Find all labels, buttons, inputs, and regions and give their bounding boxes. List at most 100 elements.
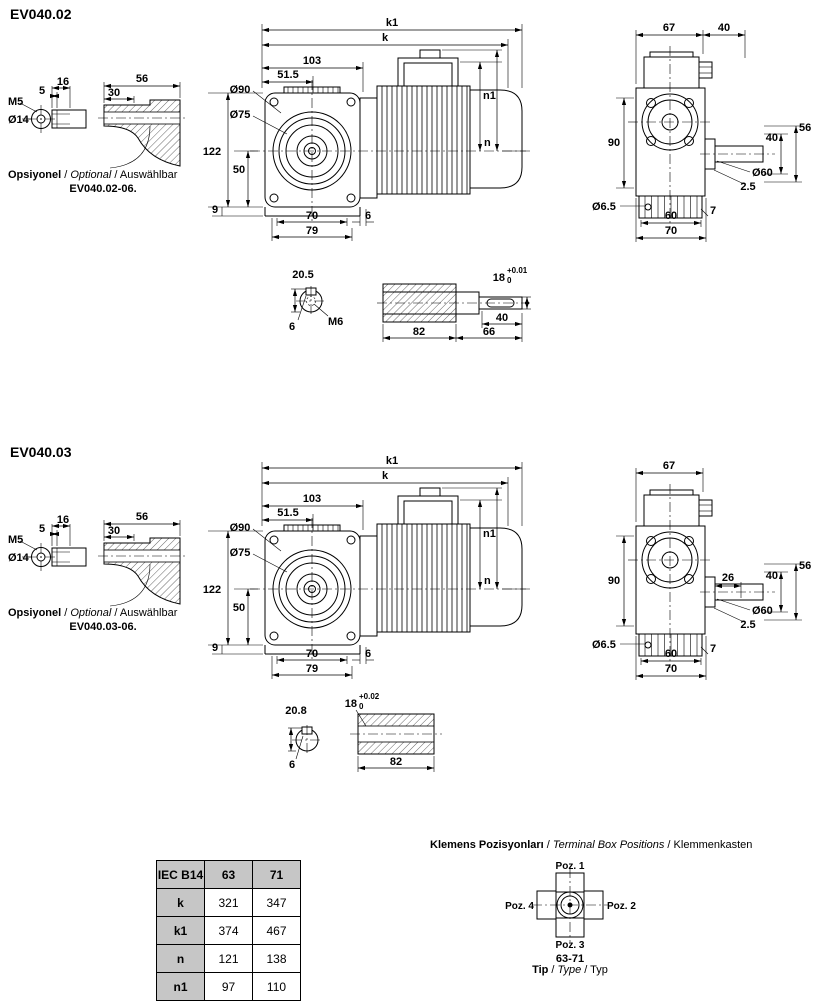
table-header-63: 63 bbox=[204, 860, 253, 889]
dim-label-90: 90 bbox=[608, 575, 620, 587]
dim-label-30: 30 bbox=[108, 525, 120, 537]
dim-label-82: 82 bbox=[413, 326, 425, 338]
dim-label-n1: n1 bbox=[483, 90, 496, 102]
cell-k-63: 321 bbox=[204, 888, 253, 917]
dim-label-d14: Ø14 bbox=[8, 552, 30, 564]
dim-label-90: 90 bbox=[608, 137, 620, 149]
dimension-table: IEC B14 63 71 k 321 347 k1 374 467 n 121… bbox=[156, 860, 301, 1001]
table-row-n1: n1 97 110 bbox=[156, 972, 301, 1001]
dim-label-67: 67 bbox=[663, 22, 675, 34]
separator: / bbox=[664, 839, 674, 851]
dim-label-82: 82 bbox=[390, 756, 402, 768]
row-label-k: k bbox=[156, 888, 205, 917]
optional-model-code: EV040.02-06. bbox=[69, 183, 137, 195]
dim-label-16: 16 bbox=[57, 514, 69, 526]
dim-label-2-5: 2.5 bbox=[740, 181, 755, 193]
dim-label-7: 7 bbox=[710, 643, 716, 655]
dim-label-30: 30 bbox=[108, 87, 120, 99]
dim-label-7: 7 bbox=[710, 205, 716, 217]
type-label: Tip / Type / Typ bbox=[505, 964, 635, 976]
dim-label-6-key: 6 bbox=[289, 759, 295, 771]
terminal-box-diagram: Poz. 1 Poz. 2 Poz. 3 Poz. 4 63-71 bbox=[505, 861, 636, 965]
dim-label-d90: Ø90 bbox=[230, 522, 251, 534]
dim-label-40-shaft: 40 bbox=[496, 312, 508, 324]
dim-label-67: 67 bbox=[663, 460, 675, 472]
dim-label-k1: k1 bbox=[386, 17, 398, 29]
separator: / bbox=[111, 169, 120, 181]
table-header-71: 71 bbox=[252, 860, 301, 889]
section2-drawings: k1 k 103 51.5 Ø90 Ø75 122 50 9 70 6 79 n… bbox=[8, 455, 811, 772]
dim-label-26: 26 bbox=[722, 572, 734, 584]
dim-label-60: 60 bbox=[665, 648, 677, 660]
section1-shaft-detail bbox=[291, 283, 531, 342]
cell-n-71: 138 bbox=[252, 944, 301, 973]
dim-label-k: k bbox=[382, 470, 389, 482]
dim-label-n1: n1 bbox=[483, 528, 496, 540]
dim-label-5: 5 bbox=[39, 85, 45, 97]
dim-label-103: 103 bbox=[303, 493, 321, 505]
dim-label-79: 79 bbox=[306, 225, 318, 237]
optional-note-line: Opsiyonel / Optional / Auswählbar bbox=[8, 169, 198, 181]
section2-title: EV040.03 bbox=[10, 444, 72, 460]
optional-label-de: Auswählbar bbox=[119, 607, 178, 619]
dim-label-50: 50 bbox=[233, 164, 245, 176]
dim-label-70b: 70 bbox=[665, 663, 677, 675]
dim-label-6: 6 bbox=[365, 210, 371, 222]
separator: / bbox=[61, 169, 71, 181]
dim-label-5: 5 bbox=[39, 523, 45, 535]
dim-label-51-5: 51.5 bbox=[277, 69, 298, 81]
dim-label-m5: M5 bbox=[8, 534, 23, 546]
tolerance-upper: +0.01 bbox=[507, 266, 528, 275]
dim-label-122: 122 bbox=[203, 146, 221, 158]
optional-label-de: Auswählbar bbox=[119, 169, 178, 181]
dim-label-d60: Ø60 bbox=[752, 167, 773, 179]
section2-optional-note: Opsiyonel / Optional / Auswählbar EV040.… bbox=[8, 607, 198, 633]
section1-drawings: k1 k 103 51.5 Ø90 Ø75 122 50 9 70 6 79 n… bbox=[8, 17, 811, 342]
cell-n1-71: 110 bbox=[252, 972, 301, 1001]
frame-size-range-label: 63-71 bbox=[556, 953, 584, 965]
dim-label-6-key: 6 bbox=[289, 321, 295, 333]
dim-label-56b: 56 bbox=[136, 73, 148, 85]
dim-label-51-5: 51.5 bbox=[277, 507, 298, 519]
dim-label-70b: 70 bbox=[665, 225, 677, 237]
dim-label-m6: M6 bbox=[328, 316, 343, 328]
terminal-position-2-label: Poz. 2 bbox=[607, 901, 636, 912]
dim-label-60: 60 bbox=[665, 210, 677, 222]
table-row-k1: k1 374 467 bbox=[156, 916, 301, 945]
terminal-position-1-label: Poz. 1 bbox=[556, 861, 585, 872]
terminal-position-4-label: Poz. 4 bbox=[505, 901, 534, 912]
dim-label-d14: Ø14 bbox=[8, 114, 30, 126]
type-label-de: Typ bbox=[590, 964, 608, 976]
dim-label-56: 56 bbox=[799, 560, 811, 572]
dim-label-40-top: 40 bbox=[718, 22, 730, 34]
dim-label-50: 50 bbox=[233, 602, 245, 614]
dim-label-70: 70 bbox=[306, 210, 318, 222]
row-label-k1: k1 bbox=[156, 916, 205, 945]
optional-label-tr: Opsiyonel bbox=[8, 607, 62, 619]
dim-label-103: 103 bbox=[303, 55, 321, 67]
section1-title: EV040.02 bbox=[10, 6, 72, 22]
row-label-n: n bbox=[156, 944, 205, 973]
dim-label-k: k bbox=[382, 32, 389, 44]
dim-label-66: 66 bbox=[483, 326, 495, 338]
dim-label-122: 122 bbox=[203, 584, 221, 596]
tolerance-lower: 0 bbox=[359, 702, 364, 711]
terminal-title-en: Terminal Box Positions bbox=[552, 839, 665, 851]
separator: / bbox=[548, 964, 558, 976]
section2-shaft-detail bbox=[288, 709, 442, 772]
terminal-title-tr: Klemens Pozisyonları bbox=[430, 839, 544, 851]
dim-label-2-5: 2.5 bbox=[740, 619, 755, 631]
dim-label-d90: Ø90 bbox=[230, 84, 251, 96]
cell-n-63: 121 bbox=[204, 944, 253, 973]
dim-label-18: 18 bbox=[493, 272, 505, 284]
table-row-n: n 121 138 bbox=[156, 944, 301, 973]
dim-label-20-5: 20.5 bbox=[292, 269, 313, 281]
cell-k-71: 347 bbox=[252, 888, 301, 917]
cell-k1-63: 374 bbox=[204, 916, 253, 945]
terminal-box-title: Klemens Pozisyonları / Terminal Box Posi… bbox=[430, 839, 752, 851]
dim-label-40-right: 40 bbox=[766, 132, 778, 144]
dim-label-9: 9 bbox=[212, 204, 218, 216]
terminal-title-de: Klemmenkasten bbox=[673, 839, 753, 851]
